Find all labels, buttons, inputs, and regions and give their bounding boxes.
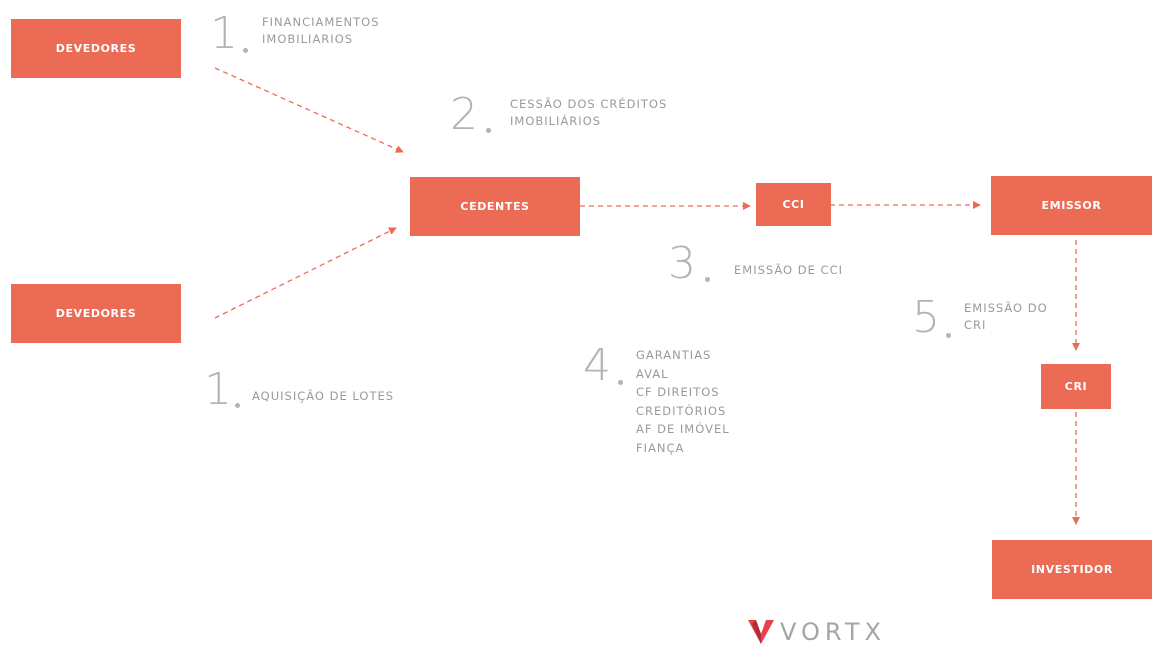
- step-label-line: FINANCIAMENTOS: [262, 15, 380, 29]
- step-number-2: 2: [450, 89, 478, 140]
- step-dot-2: [486, 128, 491, 133]
- arrow-devedores-top-to-cedentes: [214, 67, 404, 153]
- step-dot-4: [618, 380, 623, 385]
- logo-text: VORTX: [780, 618, 886, 646]
- step-label-2: CESSÃO DOS CRÉDITOS IMOBILIÁRIOS: [510, 96, 667, 130]
- step-label-line: CESSÃO DOS CRÉDITOS: [510, 97, 668, 111]
- devedores-bottom-box: DEVEDORES: [11, 284, 181, 343]
- vortx-logo: VORTX: [748, 618, 886, 646]
- step-number-3: 3: [668, 238, 696, 289]
- step-number-1-top: 1: [210, 8, 238, 59]
- step-label-line: GARANTIAS: [636, 348, 712, 362]
- step-label-5: EMISSÃO DO CRI: [964, 300, 1048, 334]
- step-label-line: CREDITÓRIOS: [636, 403, 727, 418]
- step-label-line: EMISSÃO DE CCI: [734, 263, 843, 277]
- step-label-3: EMISSÃO DE CCI: [734, 262, 843, 279]
- step-label-line: CRI: [964, 318, 987, 332]
- arrow-devedores-bottom-to-cedentes: [214, 227, 397, 319]
- step-label-1-bottom: AQUISIÇÃO DE LOTES: [252, 388, 394, 405]
- step-dot-3: [705, 277, 710, 282]
- step-label-line: EMISSÃO DO: [964, 301, 1048, 315]
- step-label-line: IMOBILIARIOS: [262, 32, 354, 46]
- step-label-line: AVAL: [636, 366, 669, 381]
- step-dot-1-bottom: [235, 403, 240, 408]
- devedores-top-box: DEVEDORES: [11, 19, 181, 78]
- step-label-1-top: FINANCIAMENTOS IMOBILIARIOS: [262, 14, 380, 48]
- cci-box: CCI: [756, 183, 831, 226]
- step-number-4: 4: [583, 340, 611, 391]
- vortx-logo-icon: [748, 620, 774, 644]
- step-label-line: CF DIREITOS: [636, 385, 720, 399]
- step-label-line: AF DE IMÓVEL: [636, 422, 730, 436]
- step-dot-5: [946, 333, 951, 338]
- step-label-4: GARANTIAS AVAL CF DIREITOS CREDITÓRIOS A…: [636, 346, 730, 457]
- step-label-line: AQUISIÇÃO DE LOTES: [252, 389, 395, 403]
- cri-box: CRI: [1041, 364, 1111, 409]
- step-number-5: 5: [912, 292, 940, 343]
- emissor-box: EMISSOR: [991, 176, 1152, 235]
- cedentes-box: CEDENTES: [410, 177, 580, 236]
- step-label-line: IMOBILIÁRIOS: [510, 114, 602, 128]
- step-dot-1-top: [243, 48, 248, 53]
- investidor-box: INVESTIDOR: [992, 540, 1152, 599]
- step-number-1-bottom: 1: [204, 364, 232, 415]
- step-label-line: FIANÇA: [636, 440, 685, 455]
